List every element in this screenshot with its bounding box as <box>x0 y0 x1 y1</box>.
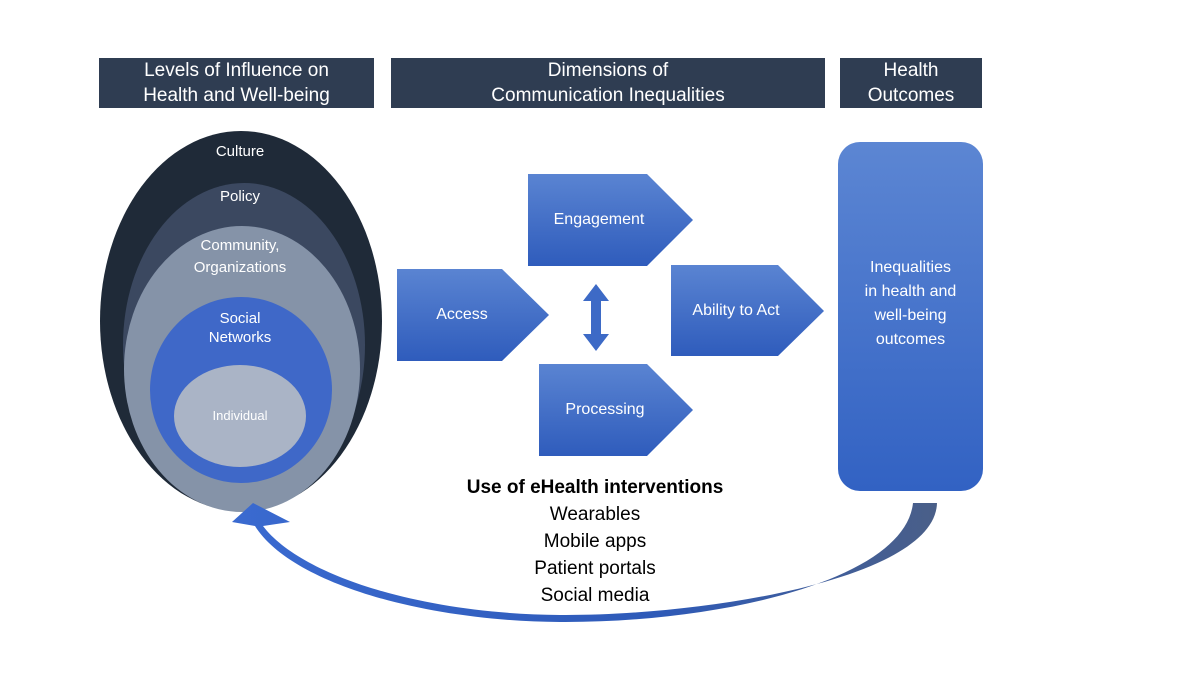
header-dimensions: Dimensions of Communication Inequalities <box>391 58 825 108</box>
header-levels-line-1: Levels of Influence on <box>144 60 329 81</box>
ability-to-act-shape <box>671 265 824 356</box>
ehealth-item-patient-portals: Patient portals <box>534 558 656 579</box>
ehealth-interventions: Use of eHealth interventions Wearables M… <box>420 474 770 609</box>
outcome-text: Inequalities in health and well-being ou… <box>843 256 978 352</box>
double-arrow-icon <box>583 284 609 351</box>
culture-label: Culture <box>215 143 265 160</box>
processing-label: Processing <box>565 401 645 418</box>
outcome-line-3: well-being <box>874 307 947 324</box>
policy-label: Policy <box>219 188 260 205</box>
outcome-line-2: in health and <box>864 283 957 300</box>
individual-ellipse <box>174 365 306 467</box>
community-label-line-2: Organizations <box>193 259 287 276</box>
social-label-line-1: Social <box>219 310 261 327</box>
ehealth-item-wearables: Wearables <box>549 504 641 525</box>
header-outcomes-line-1: Health <box>883 60 939 81</box>
ehealth-item-mobile-apps: Mobile apps <box>543 531 647 552</box>
ehealth-item-social-media: Social media <box>540 585 650 606</box>
header-levels-line-2: Health and Well-being <box>143 85 330 106</box>
ability-to-act-label: Ability to Act <box>692 302 780 319</box>
outcome-box <box>838 142 983 491</box>
ehealth-title: Use of eHealth interventions <box>466 477 724 498</box>
engagement-shape <box>528 174 693 266</box>
social-label-line-2: Networks <box>208 329 272 346</box>
community-label-line-1: Community, <box>200 237 280 254</box>
header-health-outcomes: Health Outcomes <box>840 58 982 108</box>
outcome-line-4: outcomes <box>875 331 946 348</box>
header-dimensions-line-1: Dimensions of <box>547 60 669 81</box>
engagement-label: Engagement <box>553 211 645 228</box>
header-levels-of-influence: Levels of Influence on Health and Well-b… <box>99 58 374 108</box>
access-shape <box>397 269 549 361</box>
individual-label: Individual <box>212 407 268 423</box>
header-dimensions-line-2: Communication Inequalities <box>491 85 725 106</box>
processing-shape <box>539 364 693 456</box>
access-label: Access <box>436 306 488 323</box>
community-label: Community, Organizations <box>170 233 310 281</box>
outcome-line-1: Inequalities <box>870 259 951 276</box>
social-networks-label: Social Networks <box>180 307 300 349</box>
header-outcomes-line-2: Outcomes <box>867 85 955 106</box>
